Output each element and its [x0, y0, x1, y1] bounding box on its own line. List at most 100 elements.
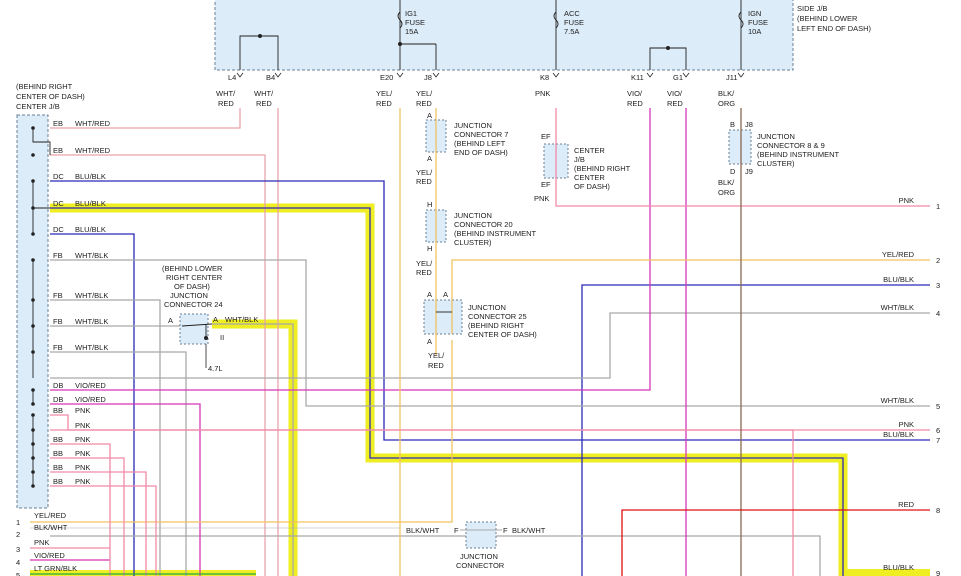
jcb-wire-right: BLK/WHT	[512, 526, 546, 535]
bottom-left-number: 1	[16, 518, 20, 527]
wire-wht-blk-bottom	[50, 535, 821, 576]
fuse-acc-amps: 7.5A	[564, 27, 579, 36]
jc7-line-2: CONNECTOR 7	[454, 130, 508, 139]
center-jb-wire-color: PNK	[75, 421, 90, 430]
wire-label-yel-red-d: RED	[416, 268, 432, 277]
fuse-ig1: IG1 FUSE 15A	[397, 0, 437, 70]
highlight-wht-blk-jc24	[212, 319, 298, 576]
driver-side-jb-box	[214, 0, 794, 71]
right-output-color: BLU/BLK	[883, 275, 914, 284]
jc7-pin-bottom: A	[427, 154, 432, 163]
pin-k8: K8	[540, 73, 549, 82]
right-output-number: 1	[936, 202, 940, 211]
center-jb-ef: EF EF CENTER J/B (BEHIND RIGHT CENTER OF…	[541, 132, 631, 192]
center-jb-wire-color: WHT/BLK	[75, 291, 108, 300]
center-jb-ef-line-4: CENTER	[574, 173, 605, 182]
bottom-left-number: 2	[16, 530, 20, 539]
center-jb-wire-color: BLU/BLK	[75, 172, 106, 181]
jc20-pin-bottom: H	[427, 244, 432, 253]
jc89-line-3: (BEHIND INSTRUMENT	[757, 150, 840, 159]
wire-wht-red-eb2	[50, 154, 266, 576]
jc20-line-2: CONNECTOR 20	[454, 220, 513, 229]
junction-connector-8-9: B J8 D J9 JUNCTION CONNECTOR 8 & 9 (BEHI…	[728, 120, 840, 176]
junction-connector-20: H H JUNCTION CONNECTOR 20 (BEHIND INSTRU…	[425, 200, 537, 253]
center-jb-pin: BB	[53, 406, 63, 415]
center-jb-wire-color: BLU/BLK	[75, 199, 106, 208]
jcb-pin-f-right: F	[503, 526, 508, 535]
jc24-pin-ii: II	[220, 333, 224, 342]
jcb-wire-left: BLK/WHT	[406, 526, 440, 535]
ref-47: 4.7L	[208, 364, 223, 373]
jc25-line-2: CONNECTOR 25	[468, 312, 527, 321]
right-output-number: 2	[936, 256, 940, 265]
jc20-line-3: (BEHIND INSTRUMENT	[454, 229, 537, 238]
right-output-color: RED	[898, 500, 914, 509]
jb-splice-dot	[666, 46, 670, 50]
fuse-ign-name: IGN	[748, 9, 761, 18]
bottom-left-color: YEL/RED	[34, 511, 67, 520]
center-jb-wire-color: PNK	[75, 449, 90, 458]
jc89-pin-j9: J9	[745, 167, 753, 176]
jc89-line-4: CLUSTER)	[757, 159, 795, 168]
right-output-number: 9	[936, 569, 940, 576]
wire-label-j8-1: YEL/	[416, 89, 433, 98]
wire-wht-blk-jc24	[212, 323, 294, 576]
fuse-ign: IGN FUSE 10A	[738, 0, 768, 70]
driver-side-jb-label-2: (BEHIND LOWER	[797, 14, 858, 23]
center-jb-label-2: CENTER OF DASH)	[16, 92, 85, 101]
junction-connector-bottom: F F BLK/WHT BLK/WHT JUNCTION CONNECTOR	[406, 521, 546, 570]
right-output-color: PNK	[899, 420, 914, 429]
wire-label-blk-org-a: BLK/	[718, 178, 735, 187]
bottom-left-color: LT GRN/BLK	[34, 564, 77, 573]
fuse-acc-word: FUSE	[564, 18, 584, 27]
jc24-line-1: (BEHIND LOWER	[162, 264, 223, 273]
center-jb-ef-line-1: CENTER	[574, 146, 605, 155]
wire-label-yel-red-c: YEL/	[416, 259, 433, 268]
fuse-ign-amps: 10A	[748, 27, 761, 36]
jc25-line-4: CENTER OF DASH)	[468, 330, 537, 339]
wire-label-g1-2: RED	[667, 99, 683, 108]
center-jb-pin: BB	[53, 477, 63, 486]
center-jb-pin: FB	[53, 317, 63, 326]
wire-label-k11-1: VIO/	[627, 89, 643, 98]
center-jb-wire-color: PNK	[75, 435, 90, 444]
wire-blu-blk-main	[50, 207, 844, 576]
jc24-wire: WHT/BLK	[225, 315, 258, 324]
jc89-line-1: JUNCTION	[757, 132, 795, 141]
jc7-line-1: JUNCTION	[454, 121, 492, 130]
jc7-pin-top: A	[427, 111, 432, 120]
bottom-left-number: 3	[16, 545, 20, 554]
center-jb-pin: FB	[53, 291, 63, 300]
jc7-line-4: END OF DASH)	[454, 148, 508, 157]
center-jb-wire-color: PNK	[75, 463, 90, 472]
wire-pnk-bb1	[50, 414, 794, 576]
center-jb-label-1: (BEHIND RIGHT	[16, 82, 73, 91]
driver-side-jb: SIDE J/B (BEHIND LOWER LEFT END OF DASH)…	[214, 0, 872, 108]
jc25-pin-top2: A	[443, 290, 448, 299]
right-output-color: WHT/BLK	[881, 396, 914, 405]
jc89-pin-b: B	[730, 120, 735, 129]
wire-label-yel-red-e: YEL/	[428, 351, 445, 360]
wire-wht-blk-fb4	[50, 351, 187, 576]
right-output-color: BLU/BLK	[883, 563, 914, 572]
wire-label-j11-2: ORG	[718, 99, 735, 108]
pin-g1: G1	[673, 73, 683, 82]
center-jb-pin: DB	[53, 381, 63, 390]
junction-connector-25: A A A JUNCTION CONNECTOR 25 (BEHIND RIGH…	[423, 290, 537, 355]
jc20-pin-top: H	[427, 200, 432, 209]
wire-label-yel-red-b: RED	[416, 177, 432, 186]
right-output-color: BLU/BLK	[883, 430, 914, 439]
center-jb-splice-dot	[31, 153, 35, 157]
jc25-line-3: (BEHIND RIGHT	[468, 321, 525, 330]
jc25-line-1: JUNCTION	[468, 303, 506, 312]
center-jb-pin: DB	[53, 395, 63, 404]
wire-pnk-bb4	[50, 457, 125, 576]
jcb-pin-f-left: F	[454, 526, 459, 535]
wire-label-yel-red-f: RED	[428, 361, 444, 370]
fuse-ig1-amps: 15A	[405, 27, 418, 36]
wire-pnk-bb3	[50, 443, 111, 576]
wire-label-e20-2: RED	[376, 99, 392, 108]
right-output-number: 4	[936, 309, 940, 318]
right-outputs: PNK1YEL/RED2BLU/BLK3WHT/BLK4WHT/BLK5PNK6…	[881, 196, 941, 576]
jc24-line-4: JUNCTION	[170, 291, 208, 300]
